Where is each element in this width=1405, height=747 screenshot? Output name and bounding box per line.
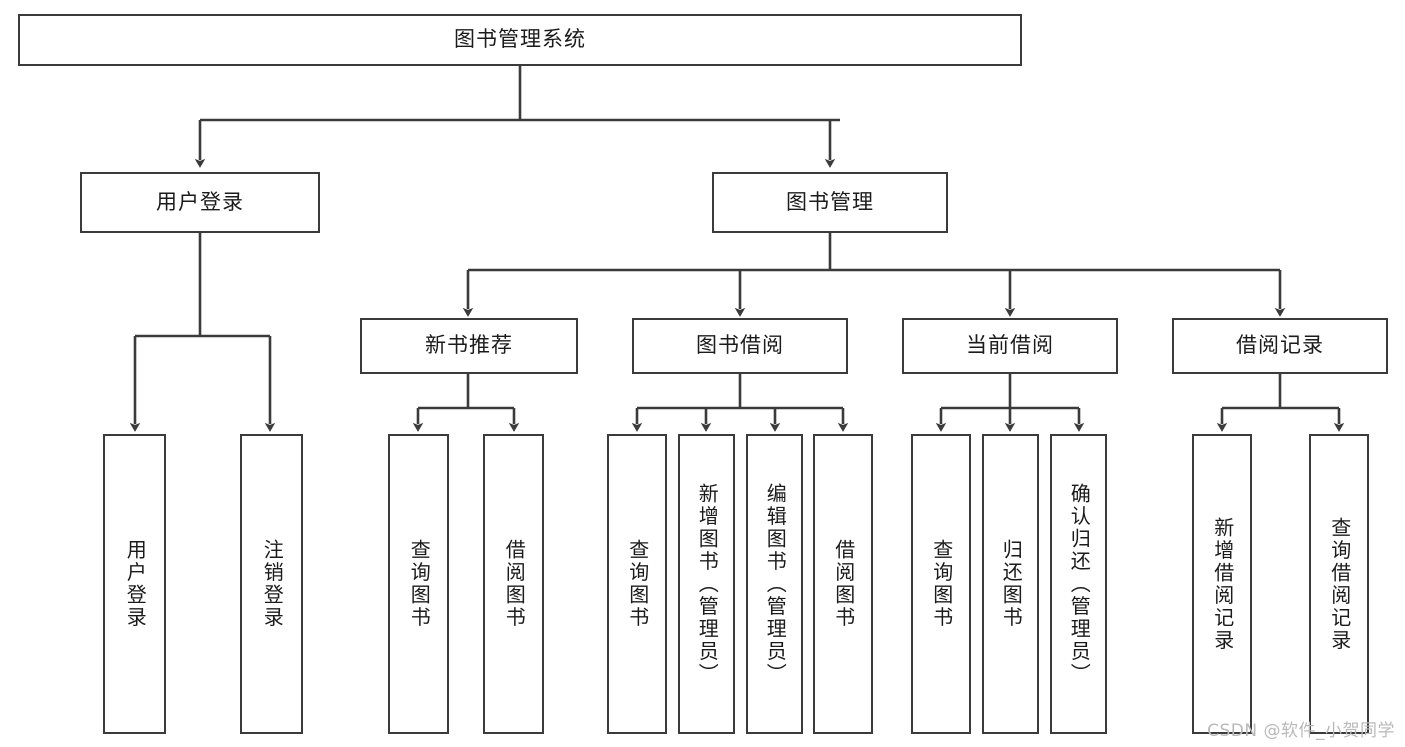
- node-label: 注销登录: [260, 539, 285, 629]
- leaf-current-borrow-query-book[interactable]: 查询图书: [911, 434, 971, 734]
- node-label: 查询图书: [407, 539, 432, 629]
- node-label: 图书管理系统: [454, 27, 586, 52]
- node-label: 新书推荐: [425, 333, 513, 358]
- node-label: 图书借阅: [696, 333, 784, 358]
- node-label: 用户登录: [123, 539, 148, 629]
- leaf-borrow-record-query-record[interactable]: 查询借阅记录: [1309, 434, 1369, 734]
- leaf-book-borrow-add-book-admin[interactable]: 新增图书（管理员）: [678, 434, 735, 734]
- node-label: 图书管理: [786, 189, 874, 214]
- node-label: 借阅图书: [831, 539, 856, 629]
- leaf-borrow-record-add-record[interactable]: 新增借阅记录: [1192, 434, 1252, 734]
- node-label: 当前借阅: [966, 333, 1054, 358]
- leaf-user-login-signout[interactable]: 注销登录: [240, 434, 303, 734]
- leaf-new-book-borrow-book[interactable]: 借阅图书: [483, 434, 544, 734]
- node-label: 用户登录: [156, 189, 244, 214]
- leaf-book-borrow-query-book[interactable]: 查询图书: [607, 434, 667, 734]
- leaf-new-book-query-book[interactable]: 查询图书: [388, 434, 449, 734]
- watermark-csdn: CSDN @软件_小贺同学: [1207, 721, 1395, 741]
- leaf-current-borrow-confirm-return-admin[interactable]: 确认归还（管理员）: [1050, 434, 1107, 734]
- node-label: 借阅记录: [1236, 333, 1324, 358]
- node-label: 查询图书: [625, 539, 650, 629]
- leaf-book-borrow-edit-book-admin[interactable]: 编辑图书（管理员）: [746, 434, 803, 734]
- leaf-current-borrow-return-book[interactable]: 归还图书: [982, 434, 1039, 734]
- node-root-library-management-system[interactable]: 图书管理系统: [18, 14, 1022, 66]
- node-label: 查询图书: [929, 539, 954, 629]
- node-label: 借阅图书: [502, 539, 527, 629]
- node-label: 新增图书（管理员）: [695, 482, 720, 686]
- node-label: 归还图书: [999, 539, 1024, 629]
- leaf-user-login-signin[interactable]: 用户登录: [103, 434, 166, 734]
- node-book-management[interactable]: 图书管理: [712, 172, 948, 233]
- node-book-borrowing[interactable]: 图书借阅: [632, 318, 848, 374]
- node-label: 确认归还（管理员）: [1067, 482, 1092, 686]
- node-borrowing-record[interactable]: 借阅记录: [1172, 318, 1388, 374]
- node-new-book-recommendation[interactable]: 新书推荐: [360, 318, 578, 374]
- node-current-borrowing[interactable]: 当前借阅: [902, 318, 1118, 374]
- node-label: 查询借阅记录: [1327, 516, 1352, 652]
- node-label: 新增借阅记录: [1210, 516, 1235, 652]
- leaf-book-borrow-borrow-book[interactable]: 借阅图书: [813, 434, 873, 734]
- node-user-login[interactable]: 用户登录: [80, 172, 320, 233]
- node-label: 编辑图书（管理员）: [763, 482, 788, 686]
